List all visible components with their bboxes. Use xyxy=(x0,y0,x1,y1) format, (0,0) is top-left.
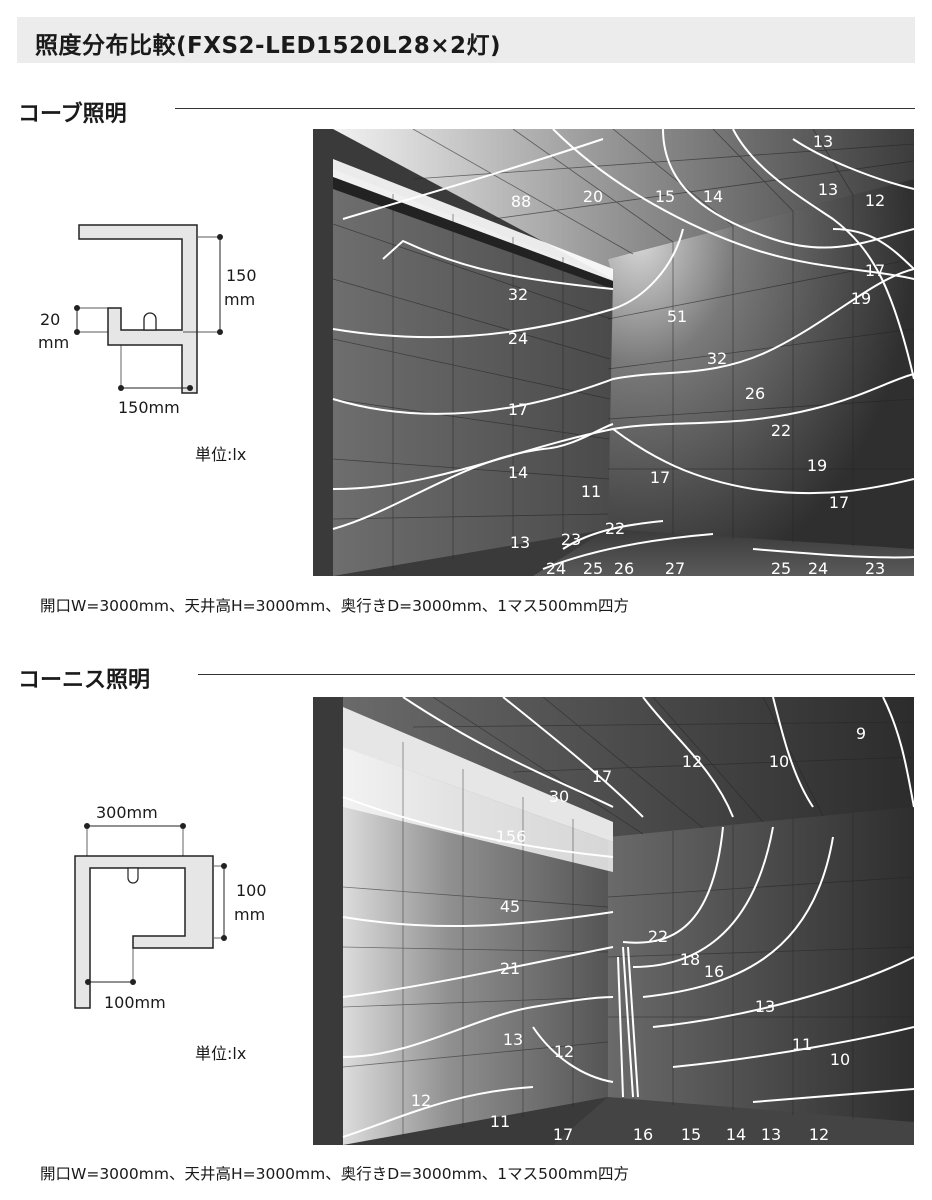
unit-label-cornice: 単位:lx xyxy=(195,1044,247,1063)
title-bar: 照度分布比較(FXS2-LED1520L28×2灯) xyxy=(17,17,915,63)
cornice-profile-diagram: 300mm 100 mm 100mm xyxy=(74,803,267,1012)
cove-isolux-label: 32 xyxy=(508,285,528,304)
cove-isolux-label: 25 xyxy=(583,559,603,576)
dim-height-value: 100 xyxy=(236,881,267,900)
cove-isolux-label: 20 xyxy=(583,187,603,206)
cove-isolux-label: 14 xyxy=(508,463,528,482)
cornice-isolux-label: 10 xyxy=(830,1050,850,1069)
cornice-isolux-label: 10 xyxy=(769,752,789,771)
dim-width: 150mm xyxy=(118,398,180,417)
cornice-isolux-label: 30 xyxy=(549,787,569,806)
cove-isolux-label: 25 xyxy=(771,559,791,576)
cove-isolux-label: 15 xyxy=(655,187,675,206)
section-rule xyxy=(175,108,915,109)
cornice-isolux-label: 17 xyxy=(592,767,612,786)
cornice-isolux-label: 45 xyxy=(500,897,520,916)
unit-label-cove: 単位:lx xyxy=(195,445,247,464)
cornice-isolux-label: 21 xyxy=(500,959,520,978)
section-heading-cove: コーブ照明 xyxy=(18,102,127,127)
dim-bottom: 100mm xyxy=(104,993,166,1012)
cornice-isolux-label: 13 xyxy=(761,1125,781,1144)
cornice-isolux-label: 11 xyxy=(792,1035,812,1054)
dim-lip-value: 20 xyxy=(40,310,60,329)
page-title: 照度分布比較(FXS2-LED1520L28×2灯) xyxy=(35,33,501,59)
cove-isolux-label: 24 xyxy=(808,559,828,576)
dim-height-unit: mm xyxy=(234,905,265,924)
cove-isolux-label: 26 xyxy=(614,559,634,576)
cove-isolux-label: 12 xyxy=(865,191,885,210)
cove-isolux-label: 17 xyxy=(865,261,885,280)
cove-isolux-label: 22 xyxy=(771,421,791,440)
cove-isolux-label: 14 xyxy=(703,187,723,206)
cove-isolux-label: 24 xyxy=(508,329,528,348)
cornice-isolux-label: 156 xyxy=(496,827,527,846)
cornice-isolux-label: 18 xyxy=(680,950,700,969)
section-heading-cornice: コーニス照明 xyxy=(18,668,151,693)
cove-isolux-label: 23 xyxy=(865,559,885,576)
cornice-isolux-label: 13 xyxy=(503,1030,523,1049)
cove-isolux-label: 19 xyxy=(851,289,871,308)
cove-isolux-label: 32 xyxy=(707,349,727,368)
cove-isolux-label: 23 xyxy=(561,530,581,549)
cove-isolux-label: 19 xyxy=(807,456,827,475)
cornice-isolux-label: 16 xyxy=(704,962,724,981)
cornice-isolux-label: 14 xyxy=(726,1125,746,1144)
cove-isolux-label: 17 xyxy=(650,468,670,487)
cove-isolux-label: 26 xyxy=(745,384,765,403)
cove-isolux-label: 17 xyxy=(508,400,528,419)
cove-isolux-label: 13 xyxy=(818,180,838,199)
cove-profile-diagram: 150 mm 20 mm 150mm xyxy=(38,224,257,417)
cove-isolux-label: 17 xyxy=(829,493,849,512)
cove-isolux-label: 13 xyxy=(510,533,530,552)
cove-isolux-label: 27 xyxy=(665,559,685,576)
dim-height-unit: mm xyxy=(224,290,255,309)
cove-isolux-label: 88 xyxy=(511,192,531,211)
cornice-isolux-label: 12 xyxy=(682,752,702,771)
dim-lip-unit: mm xyxy=(38,333,69,352)
cornice-isolux-label: 9 xyxy=(856,724,866,743)
cornice-isolux-label: 12 xyxy=(554,1042,574,1061)
caption-cove: 開口W=3000mm、天井高H=3000mm、奥行きD=3000mm、1マス50… xyxy=(40,597,629,615)
cornice-isolux-label: 17 xyxy=(553,1125,573,1144)
cove-isolux-label: 22 xyxy=(605,519,625,538)
cornice-isolux-label: 11 xyxy=(490,1112,510,1131)
cornice-isolux-label: 15 xyxy=(681,1125,701,1144)
dim-top: 300mm xyxy=(96,803,158,822)
section-rule xyxy=(198,674,915,675)
cove-isolux-label: 24 xyxy=(546,559,566,576)
cornice-isolux-label: 13 xyxy=(755,997,775,1016)
dim-height-value: 150 xyxy=(226,266,257,285)
cove-isolux-label: 13 xyxy=(813,132,833,151)
caption-cornice: 開口W=3000mm、天井高H=3000mm、奥行きD=3000mm、1マス50… xyxy=(40,1165,629,1183)
cornice-isolux-label: 16 xyxy=(633,1125,653,1144)
cove-isolux-label: 11 xyxy=(581,482,601,501)
cornice-isolux-label: 12 xyxy=(809,1125,829,1144)
cove-isolux-label: 51 xyxy=(667,307,687,326)
cornice-isolux-label: 12 xyxy=(411,1091,431,1110)
cornice-isolux-label: 22 xyxy=(648,927,668,946)
